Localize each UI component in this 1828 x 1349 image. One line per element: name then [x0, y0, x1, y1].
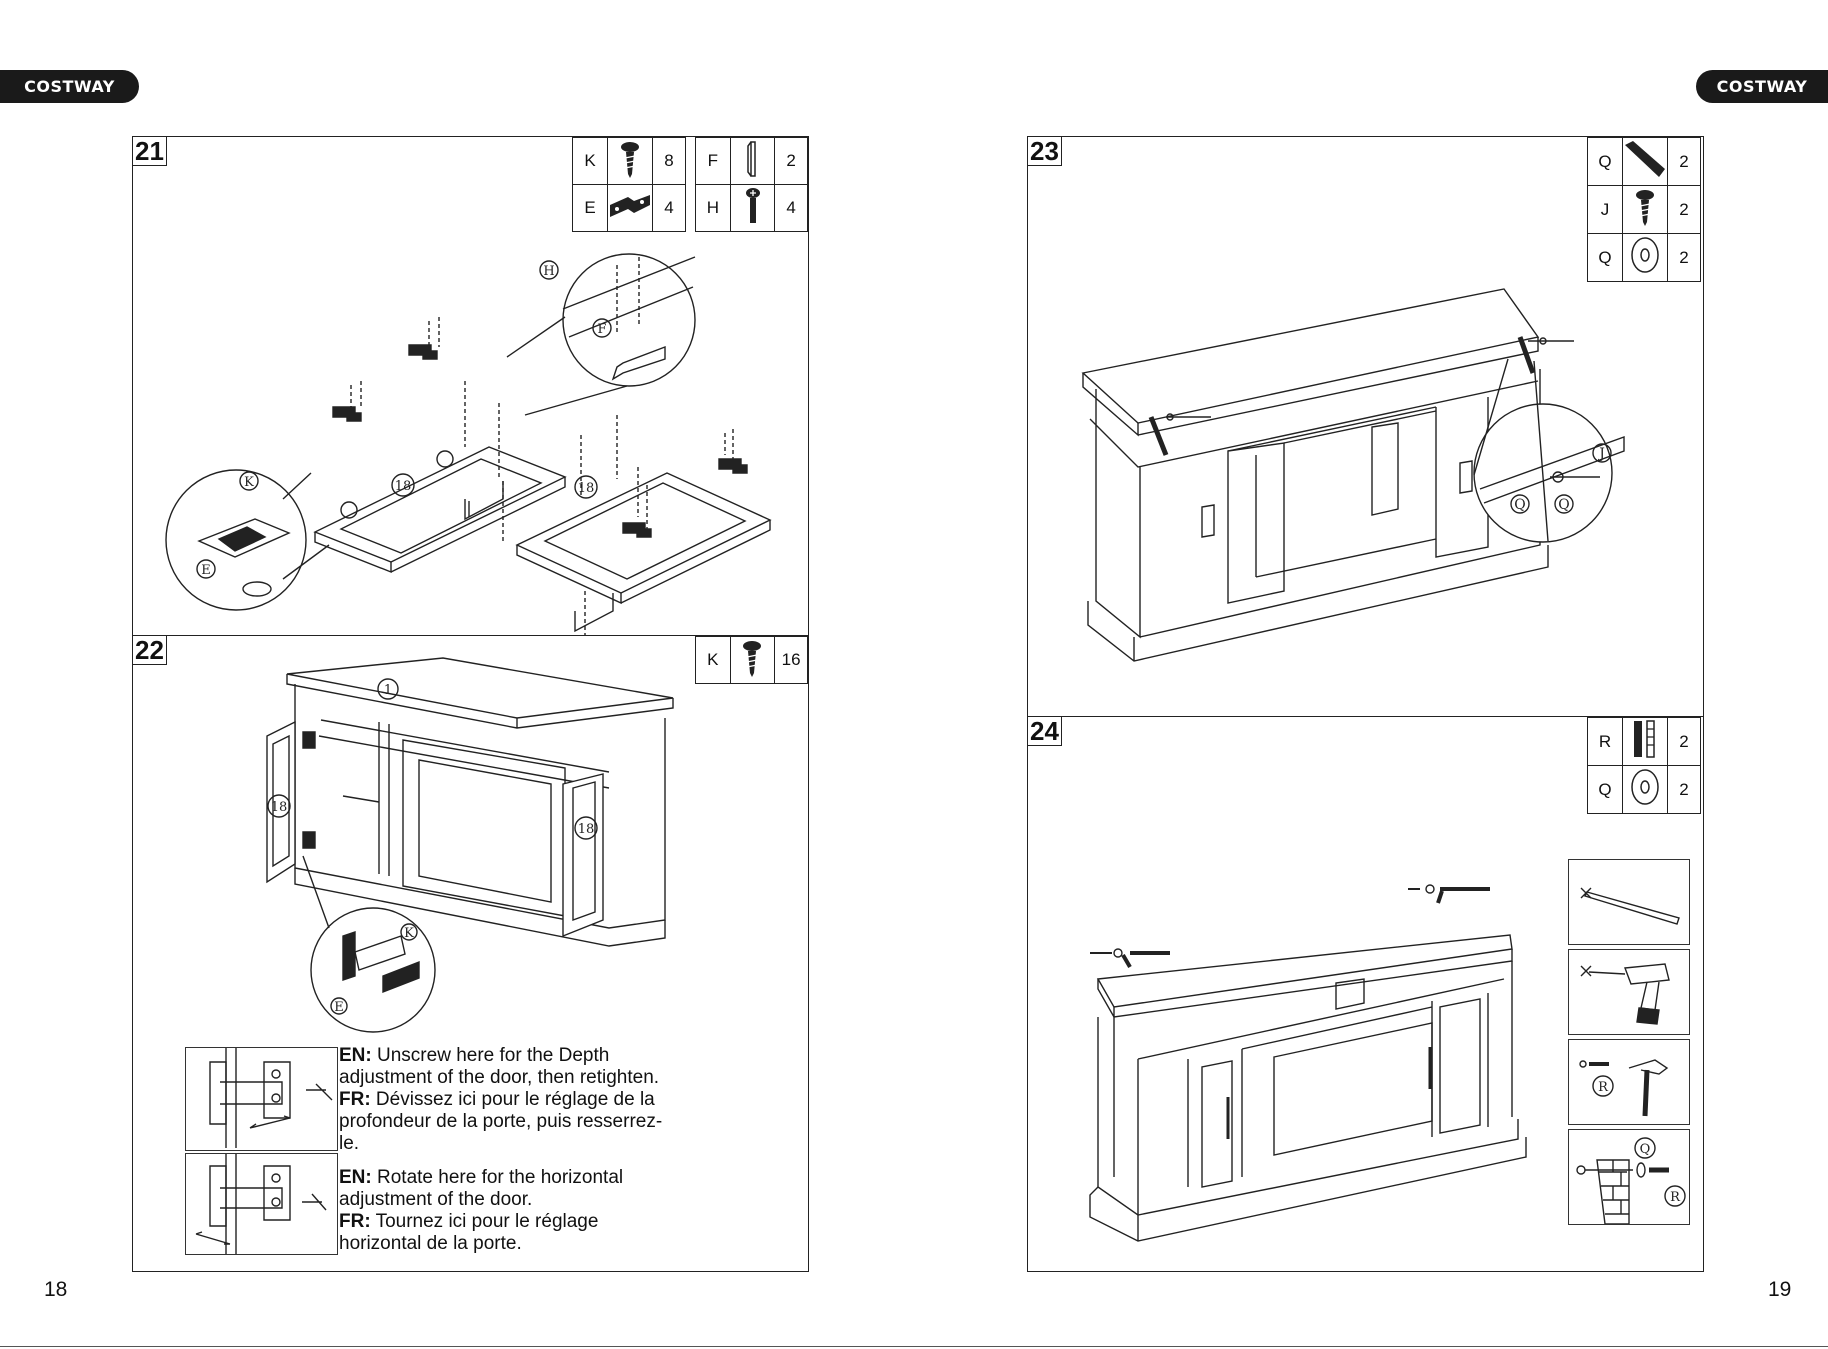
callout-q: Q — [1514, 497, 1525, 513]
drill-step — [1568, 949, 1690, 1035]
callout-j: J — [1597, 446, 1605, 462]
parts-table: F 2 H 4 — [695, 137, 808, 232]
callout-q: Q — [1640, 1142, 1651, 1157]
part-code: Q — [1587, 233, 1623, 282]
part-qty: 8 — [652, 137, 686, 185]
part-code: F — [695, 137, 731, 185]
cabinet-door-diagram: 1 18 18 K E — [133, 636, 810, 1036]
callout-k: K — [404, 926, 414, 941]
callout-k: K — [244, 475, 254, 490]
callout-top-1: 1 — [384, 683, 392, 698]
horizontal-adjust-note: EN: Rotate here for the horizontal adjus… — [339, 1167, 659, 1255]
hammer-anchor-step: R — [1568, 1039, 1690, 1125]
en-text: Rotate here for the horizontal adjustmen… — [339, 1167, 624, 1210]
anti-tip-strap-diagram: J Q Q — [1028, 137, 1705, 719]
door-assembly-diagram: 18 18 H F K E — [133, 137, 810, 638]
parts-table: K 16 — [695, 636, 808, 684]
step-number: 23 — [1028, 137, 1062, 166]
step-22-panel: 22 K 16 — [132, 635, 809, 1272]
bottom-rule — [0, 1346, 1828, 1347]
step-23-panel: 23 Q 2 J 2 Q 2 — [1027, 136, 1704, 718]
en-label: EN: — [339, 1045, 372, 1066]
callout-door-18: 18 — [395, 479, 412, 494]
anti-tip-strap-icon — [1622, 137, 1668, 186]
step-24-panel: 24 R 2 Q 2 — [1027, 716, 1704, 1272]
part-qty: 4 — [774, 184, 808, 232]
hammer-icon: R — [1579, 1059, 1669, 1117]
wall-bracket-icon: Q R — [1576, 1137, 1686, 1225]
parts-table: Q 2 J 2 Q 2 — [1587, 137, 1701, 282]
part-code: Q — [1587, 137, 1623, 186]
en-text: Unscrew here for the Depth adjustment of… — [339, 1045, 660, 1088]
step-21-panel: 21 K 8 E 4 F 2 H — [132, 136, 809, 637]
parts-table: K 8 E 4 — [572, 137, 686, 232]
callout-r: R — [1598, 1080, 1609, 1095]
flat-head-screw-icon — [729, 636, 776, 684]
page-number-right: 19 — [1768, 1278, 1792, 1301]
pan-screw-icon — [729, 184, 776, 232]
part-qty: 2 — [1667, 185, 1701, 234]
callout-h: H — [543, 264, 554, 279]
callout-q: Q — [1558, 497, 1569, 513]
callout-f: F — [597, 322, 606, 337]
pencil-icon — [1580, 887, 1680, 925]
anchor-screw-icon — [1622, 717, 1668, 766]
screw-icon — [1622, 185, 1668, 234]
pencil-mark-step — [1568, 859, 1690, 945]
part-code: E — [572, 184, 608, 232]
part-code: K — [695, 636, 731, 684]
brand-logo-right: COSTWAY — [1696, 70, 1828, 103]
brand-logo-left: COSTWAY — [0, 70, 139, 103]
page-number-left: 18 — [44, 1278, 68, 1301]
fr-label: FR: — [339, 1089, 371, 1110]
depth-adjust-note: EN: Unscrew here for the Depth adjustmen… — [339, 1045, 669, 1155]
parts-table: R 2 Q 2 — [1587, 717, 1701, 814]
fr-label: FR: — [339, 1211, 371, 1232]
callout-door-18: 18 — [578, 481, 595, 496]
handle-icon — [729, 137, 776, 185]
depth-adjust-illustration — [185, 1047, 338, 1151]
part-qty: 2 — [1667, 233, 1701, 282]
callout-r: R — [1670, 1190, 1681, 1205]
part-qty: 4 — [652, 184, 686, 232]
part-qty: 16 — [774, 636, 808, 684]
step-number: 24 — [1028, 717, 1062, 746]
flat-head-screw-icon — [607, 137, 653, 185]
horizontal-adjust-illustration — [185, 1153, 338, 1255]
part-qty: 2 — [1667, 765, 1701, 814]
fr-text: Tournez ici pour le réglage horizontal d… — [339, 1211, 599, 1254]
fr-text: Dévissez ici pour le réglage de la profo… — [339, 1089, 663, 1154]
step-number: 22 — [133, 636, 167, 665]
wall-screw-step: Q R — [1568, 1129, 1690, 1225]
callout-e: E — [201, 563, 211, 578]
callout-door-18: 18 — [271, 800, 288, 815]
part-qty: 2 — [774, 137, 808, 185]
callout-door-18: 18 — [578, 822, 595, 837]
part-qty: 2 — [1667, 717, 1701, 766]
part-code: R — [1587, 717, 1623, 766]
wall-anchor-diagram — [1028, 717, 1705, 1273]
part-code: H — [695, 184, 731, 232]
step-number: 21 — [133, 137, 167, 166]
brand-text: COSTWAY — [24, 77, 115, 96]
drill-icon — [1580, 963, 1670, 1025]
en-label: EN: — [339, 1167, 372, 1188]
callout-e: E — [334, 1000, 344, 1015]
washer-icon — [1622, 765, 1668, 814]
brand-text: COSTWAY — [1716, 77, 1808, 96]
